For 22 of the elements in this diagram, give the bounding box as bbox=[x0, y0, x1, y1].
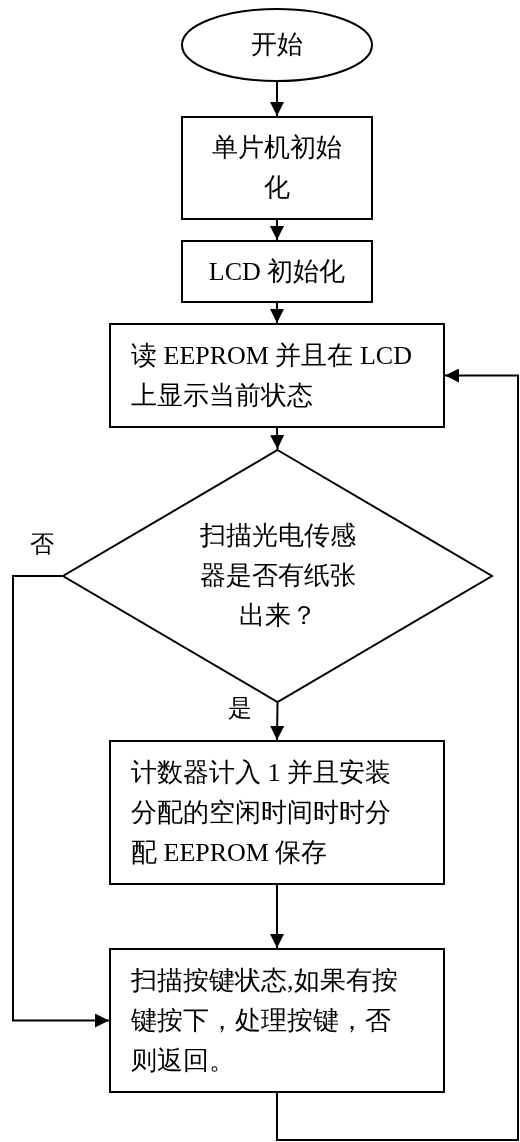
node-label: LCD 初始化 bbox=[207, 255, 347, 288]
node-label: 扫描按键状态,如果有按键按下，处理按键，否则返回。 bbox=[131, 964, 399, 1077]
arrow bbox=[270, 81, 284, 117]
process-box bbox=[181, 116, 373, 220]
edge-label: 是 bbox=[228, 694, 252, 722]
process-box bbox=[109, 323, 445, 428]
arrow bbox=[270, 884, 284, 949]
arrow bbox=[270, 427, 285, 450]
process-box bbox=[181, 240, 373, 303]
node-label: 开始 bbox=[250, 29, 304, 61]
arrow bbox=[270, 302, 284, 324]
process-box bbox=[109, 948, 445, 1093]
edge-label: 否 bbox=[30, 530, 54, 558]
arrow bbox=[12, 575, 110, 1028]
node-label: 计数器计入 1 并且安装分配的空闲时间时时分配 EEPROM 保存 bbox=[131, 756, 392, 869]
arrow bbox=[270, 219, 284, 241]
node-label: 读 EEPROM 并且在 LCD 上显示当前状态 bbox=[131, 339, 413, 412]
node-label: 扫描光电传感器是否有纸张出来？ bbox=[198, 520, 357, 632]
arrow bbox=[276, 368, 519, 1141]
process-box bbox=[109, 740, 445, 885]
arrow bbox=[270, 702, 285, 741]
node-label: 单片机初始化 bbox=[211, 132, 343, 204]
